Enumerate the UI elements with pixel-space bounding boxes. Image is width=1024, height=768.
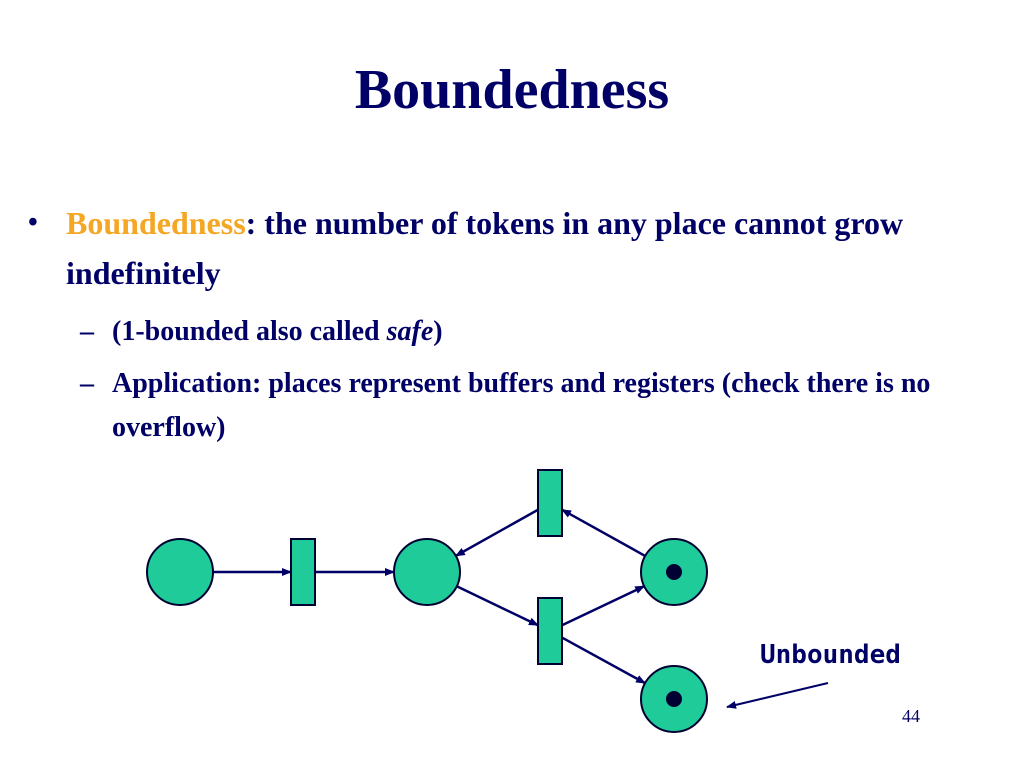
- nodes: [146, 469, 708, 733]
- bullet-marker: •: [28, 207, 38, 238]
- bullet-term: Boundedness: [66, 205, 246, 241]
- place-p1: [146, 538, 214, 606]
- token-p4: [666, 691, 682, 707]
- bullet-text: Boundedness: the number of tokens in any…: [66, 198, 946, 298]
- arc-t2-to-p2: [454, 508, 539, 557]
- page-number: 44: [902, 706, 920, 726]
- unbounded-label: Unbounded: [760, 640, 901, 670]
- subbullet-text: (1-bounded also called safe): [112, 310, 962, 354]
- arc-t3-to-p4: [561, 636, 646, 685]
- transition-t1: [290, 538, 316, 606]
- arc-p2-to-t3: [456, 585, 539, 627]
- token-p3: [666, 564, 682, 580]
- callout-arrow: [726, 682, 829, 709]
- subbullet-after: ): [433, 316, 443, 347]
- arcs: [213, 508, 646, 685]
- arc-t3-to-p3: [561, 585, 646, 627]
- subbullet-text: Application: places represent buffers an…: [112, 368, 931, 443]
- arc-p3-to-t2: [561, 508, 646, 558]
- subbullet-before: (1-bounded also called: [112, 316, 387, 347]
- transition-t3: [537, 597, 563, 665]
- subbullet-emphasis: safe: [386, 316, 434, 347]
- subbullet-marker: –: [80, 316, 94, 347]
- place-p2: [393, 538, 461, 606]
- transition-t2: [537, 469, 563, 537]
- subbullet-marker: –: [80, 368, 94, 399]
- slide-title: Boundedness: [354, 59, 670, 121]
- bullet-definition: : the number of tokens in any place cann…: [66, 205, 904, 291]
